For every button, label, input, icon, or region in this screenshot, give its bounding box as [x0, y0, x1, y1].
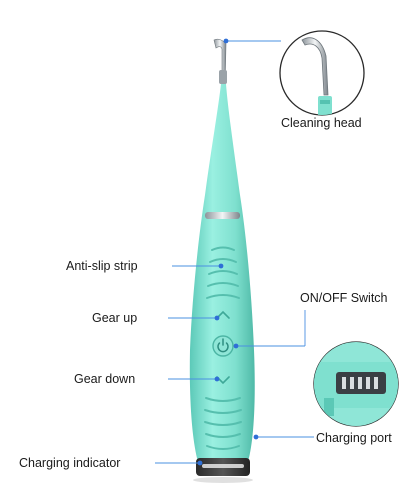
- callout-dots: [197, 38, 259, 466]
- dot-charging-port: [253, 434, 259, 440]
- callout-lines: [155, 40, 314, 464]
- lower-ridges: [204, 397, 242, 450]
- zoom-port-pins: [342, 377, 378, 389]
- zoom-tip-collar: [318, 96, 332, 115]
- scaler-device: [189, 38, 255, 483]
- gear-up-icon[interactable]: [216, 310, 230, 319]
- zoom-charging-port: [313, 341, 399, 427]
- anti-slip-ridges: [206, 246, 240, 299]
- dot-charging-indicator: [197, 460, 203, 466]
- label-charging-port: Charging port: [316, 431, 392, 445]
- label-anti-slip-strip: Anti-slip strip: [66, 259, 138, 273]
- label-gear-up: Gear up: [92, 311, 138, 325]
- charging-indicator-light: [202, 464, 244, 468]
- base-shadow: [193, 477, 253, 483]
- tip-collar: [219, 70, 227, 84]
- label-cleaning-head: Cleaning head: [281, 116, 362, 130]
- dot-gear-down: [214, 376, 220, 382]
- label-charging-indicator: Charging indicator: [19, 456, 121, 470]
- dot-anti-slip: [218, 263, 224, 269]
- zoom-tip-hook: [301, 37, 329, 96]
- chrome-ring: [205, 212, 240, 219]
- power-icon: [217, 342, 229, 353]
- device-body: [189, 84, 255, 462]
- zoom-cleaning-head: [279, 30, 365, 116]
- label-on-off-switch: ON/OFF Switch: [300, 291, 388, 305]
- dot-on-off: [233, 343, 239, 349]
- power-button[interactable]: [212, 335, 234, 357]
- dot-cleaning-head: [223, 38, 229, 44]
- dot-gear-up: [214, 315, 220, 321]
- label-gear-down: Gear down: [74, 372, 136, 386]
